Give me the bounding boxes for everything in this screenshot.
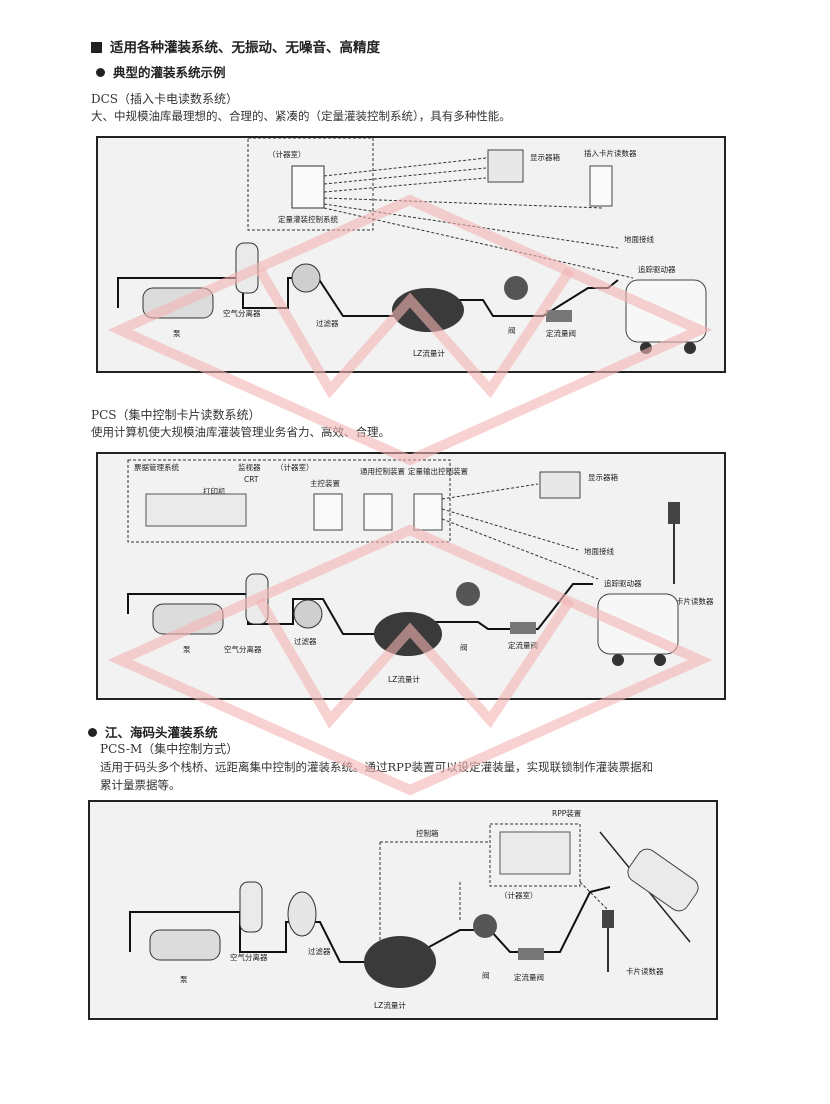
pier-code: PCS-M（集中控制方式） <box>100 742 239 756</box>
pcs-mgmt-label: 票据管理系统 <box>134 462 179 472</box>
dcs-flow-valve-label: 定流量阀 <box>546 328 576 338</box>
page-heading-text: 适用各种灌装系统、无振动、无噪音、高精度 <box>110 40 380 56</box>
dcs-auto-start-label: 追踪驱动器 <box>638 264 676 274</box>
dcs-code: DCS（插入卡电读数系统） <box>91 92 239 106</box>
dcs-filter-label: 过滤器 <box>316 318 339 328</box>
pcs-flowmeter-label: LZ流量计 <box>388 674 420 684</box>
pcs-pump-label: 泵 <box>183 645 191 654</box>
pcs-ground-label: 地面接线 <box>584 546 614 556</box>
pcs-general-ctrl-label: 通用控制装置 <box>360 466 405 476</box>
pcs-filter-label: 过滤器 <box>294 636 317 646</box>
dot-bullet-icon <box>88 728 97 737</box>
pier-flowmeter-label: LZ流量计 <box>374 1000 406 1010</box>
pcs-main-ctrl-label: 主控装置 <box>310 478 340 488</box>
pcs-auto-start-label: 追踪驱动器 <box>604 578 642 588</box>
dcs-diagram: （计器室） 定量灌装控制系统 显示器箱 插入卡片读数器 地面接线 追踪驱动器 泵… <box>96 136 726 373</box>
dcs-flowmeter-label: LZ流量计 <box>413 348 445 358</box>
pier-diagram: RPP装置 （计器室） 控制箱 卡片读数器 泵 空气分离器 过滤器 LZ流量计 … <box>88 800 718 1020</box>
pier-separator-label: 空气分离器 <box>230 952 268 962</box>
dcs-valve-label: 阀 <box>508 326 516 335</box>
pier-bullet: 江、海码头灌装系统 <box>88 722 218 741</box>
pier-filter-label: 过滤器 <box>308 946 331 956</box>
dcs-separator-label: 空气分离器 <box>223 308 261 318</box>
pier-meter-room-label: （计器室） <box>500 890 538 900</box>
square-bullet-icon <box>91 42 102 53</box>
pier-ctrl-box-label: 控制箱 <box>416 828 439 838</box>
dot-bullet-icon <box>96 68 105 77</box>
pier-pump-label: 泵 <box>180 975 188 984</box>
dcs-ground-label: 地面接线 <box>624 234 654 244</box>
dcs-control-system-label: 定量灌装控制系统 <box>278 214 338 224</box>
pcs-display-label: 显示器箱 <box>588 472 618 482</box>
subheading: 典型的灌装系统示例 <box>96 62 226 81</box>
pcs-output-ctrl-label: 定量输出控制装置 <box>408 466 468 476</box>
dcs-card-reader-label: 插入卡片读数器 <box>584 148 637 158</box>
pcs-monitor-label: 监视器 <box>238 462 261 472</box>
pcs-code: PCS（集中控制卡片读数系统） <box>91 408 261 422</box>
dcs-meter-room-label: （计器室） <box>268 149 306 159</box>
pcs-card-reader-label: 卡片读数器 <box>676 596 714 606</box>
dcs-pump-label: 泵 <box>173 329 181 338</box>
pcs-diagram: 票据管理系统 监视器 （计器室） CRT 打印机 主控装置 通用控制装置 定量输… <box>96 452 726 700</box>
pcs-valve-label: 阀 <box>460 643 468 652</box>
pcs-desc: 使用计算机使大规模油库灌装管理业务省力、高效、合理。 <box>91 425 390 439</box>
pier-desc-2: 累计量票据等。 <box>100 778 181 792</box>
pier-bullet-text: 江、海码头灌装系统 <box>105 725 218 740</box>
pier-desc-1: 适用于码头多个栈桥、远距离集中控制的灌装系统。通过RPP装置可以设定灌装量，实现… <box>100 760 654 774</box>
pier-valve-label: 阀 <box>482 971 490 980</box>
dcs-display-label: 显示器箱 <box>530 152 560 162</box>
pier-rpp-label: RPP装置 <box>552 808 582 818</box>
pier-card-reader-label: 卡片读数器 <box>626 966 664 976</box>
pcs-printer-label: 打印机 <box>203 486 226 496</box>
pcs-flow-valve-label: 定流量阀 <box>508 640 538 650</box>
pcs-separator-label: 空气分离器 <box>224 644 262 654</box>
pcs-crt-label: CRT <box>244 475 259 484</box>
page-heading: 适用各种灌装系统、无振动、无噪音、高精度 <box>91 36 380 56</box>
subheading-text: 典型的灌装系统示例 <box>113 65 226 80</box>
pier-flow-valve-label: 定流量阀 <box>514 972 544 982</box>
pcs-meter-room-label: （计器室） <box>276 462 314 472</box>
dcs-desc: 大、中规模油库最理想的、合理的、紧凑的（定量灌装控制系统），具有多种性能。 <box>91 109 511 123</box>
